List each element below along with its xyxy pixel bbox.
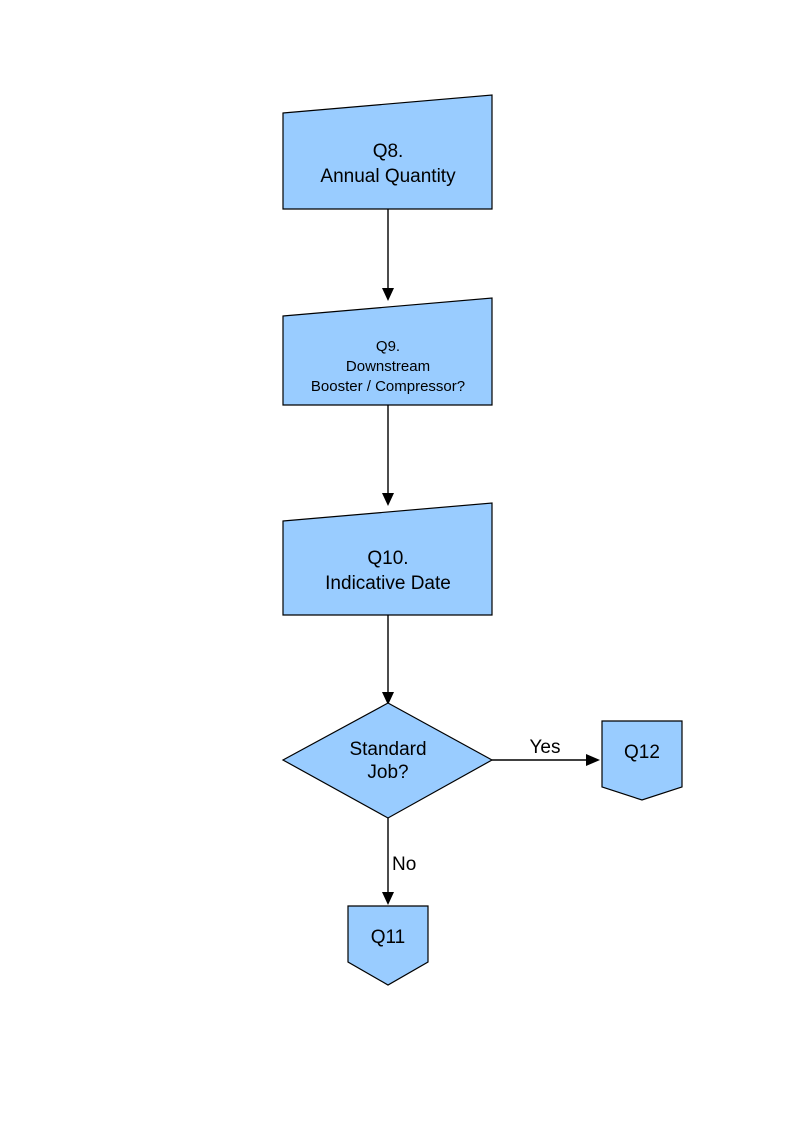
node-q11-shape[interactable] bbox=[347, 905, 429, 986]
node-decision-line-1: Standard bbox=[349, 739, 426, 760]
node-q12-shape[interactable] bbox=[601, 720, 683, 801]
node-q12[interactable]: Q12 bbox=[601, 720, 683, 801]
edge-decision-to-q12-arrowhead bbox=[586, 754, 600, 766]
node-decision-line-2: Job? bbox=[367, 762, 408, 783]
edge-q10-to-decision-arrowhead bbox=[382, 692, 394, 705]
node-q10[interactable]: Q10. Indicative Date bbox=[282, 502, 493, 616]
node-q8[interactable]: Q8. Annual Quantity bbox=[282, 94, 493, 210]
edge-decision-to-q11-arrowhead bbox=[382, 892, 394, 905]
node-q12-label: Q12 bbox=[624, 742, 660, 763]
edge-decision-to-q12: Yes bbox=[492, 737, 600, 766]
edge-q10-to-decision bbox=[382, 615, 394, 705]
edge-decision-to-q11: No bbox=[382, 818, 416, 905]
node-q11-label: Q11 bbox=[371, 927, 406, 948]
node-q9-line-1: Q9. bbox=[376, 338, 400, 355]
node-q9-shape[interactable] bbox=[282, 297, 493, 406]
node-q8-line-2: Annual Quantity bbox=[320, 166, 456, 187]
edge-label-yes: Yes bbox=[530, 737, 561, 758]
node-q11[interactable]: Q11 bbox=[347, 905, 429, 986]
node-q9[interactable]: Q9. Downstream Booster / Compressor? bbox=[282, 297, 493, 406]
edge-q9-to-q10-arrowhead bbox=[382, 493, 394, 506]
edge-q8-to-q9 bbox=[382, 209, 394, 301]
node-q10-line-1: Q10. bbox=[367, 548, 408, 569]
edge-q8-to-q9-arrowhead bbox=[382, 288, 394, 301]
node-q10-shape[interactable] bbox=[282, 502, 493, 616]
node-decision-shape[interactable] bbox=[281, 702, 494, 819]
edge-q9-to-q10 bbox=[382, 405, 394, 506]
edge-label-no: No bbox=[392, 854, 416, 875]
node-q8-line-1: Q8. bbox=[373, 141, 404, 162]
node-q9-line-3: Booster / Compressor? bbox=[311, 378, 465, 395]
node-decision-standard-job[interactable]: Standard Job? bbox=[281, 702, 494, 819]
node-q10-line-2: Indicative Date bbox=[325, 573, 451, 594]
node-q8-shape[interactable] bbox=[282, 94, 493, 210]
node-q9-line-2: Downstream bbox=[346, 358, 430, 375]
